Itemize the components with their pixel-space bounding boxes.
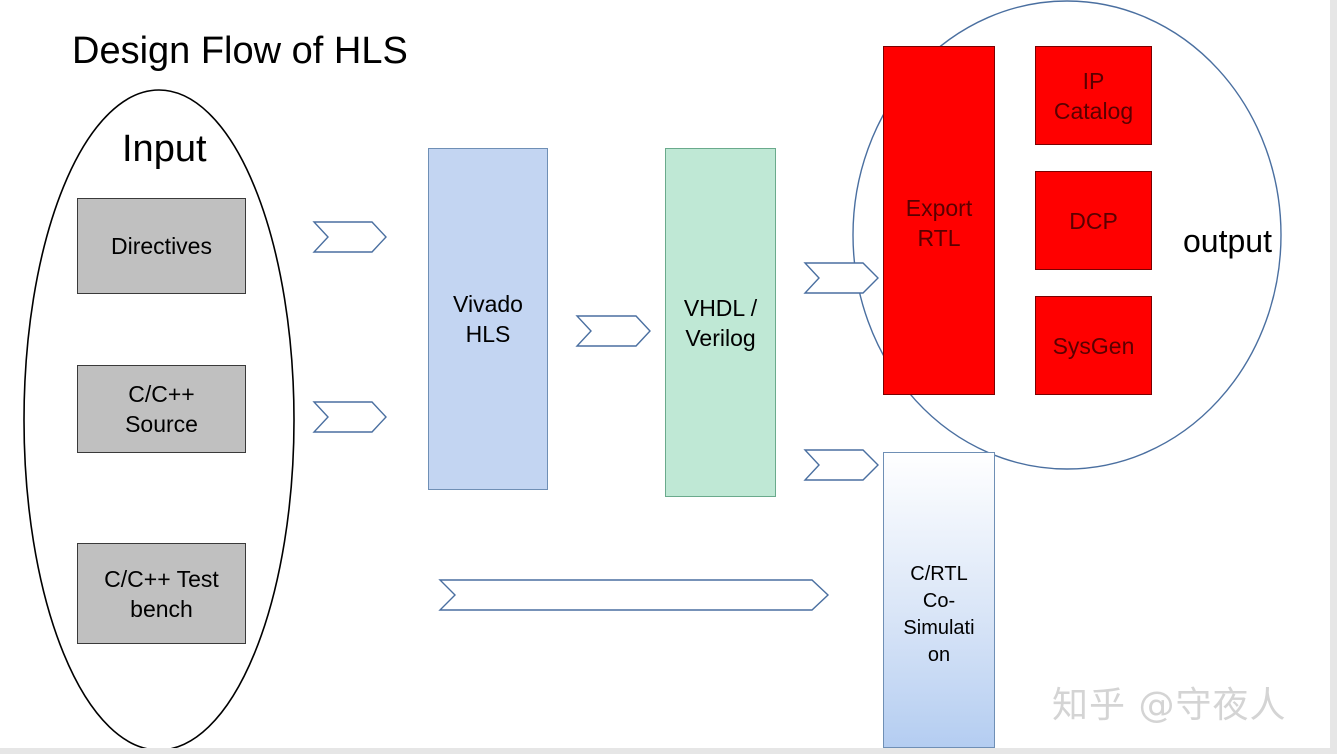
cosim-label: C/RTL Co- Simulati on bbox=[903, 563, 975, 666]
page-title: Design Flow of HLS bbox=[72, 30, 408, 72]
chevron-arrow-directives bbox=[312, 221, 387, 253]
cosim-box: C/RTL Co- Simulati on bbox=[883, 452, 995, 748]
output-label: output bbox=[1183, 223, 1272, 259]
watermark: 知乎 @守夜人 bbox=[1052, 685, 1287, 726]
sysgen-label: SysGen bbox=[1052, 332, 1135, 359]
chevron-arrow-source bbox=[312, 401, 387, 433]
vhdl-verilog-box: VHDL / Verilog bbox=[665, 148, 776, 497]
directives-label: Directives bbox=[111, 233, 212, 259]
chevron-arrow-vhdl-to-cosim bbox=[803, 449, 879, 481]
ip-catalog-label: IP Catalog bbox=[1053, 67, 1134, 124]
vhdl-verilog-label: VHDL / Verilog bbox=[683, 294, 758, 351]
input-label: Input bbox=[122, 128, 207, 170]
cpp-source-label: C/C++ Source bbox=[125, 381, 198, 437]
chevron-arrow-vhdl-to-export bbox=[803, 262, 879, 294]
frame-edge-bottom bbox=[0, 748, 1337, 754]
cpp-testbench-box: C/C++ Test bench bbox=[77, 543, 246, 644]
long-arrow-testbench-to-cosim bbox=[438, 579, 830, 611]
export-rtl-box: Export RTL bbox=[883, 46, 995, 395]
dcp-box: DCP bbox=[1035, 171, 1152, 270]
vivado-hls-label: Vivado HLS bbox=[453, 291, 523, 347]
output-circle bbox=[852, 0, 1282, 470]
frame-edge-right bbox=[1330, 0, 1337, 754]
vivado-hls-box: Vivado HLS bbox=[428, 148, 548, 490]
cpp-testbench-label: C/C++ Test bench bbox=[104, 565, 219, 622]
chevron-arrow-hls-to-vhdl bbox=[575, 315, 651, 347]
sysgen-box: SysGen bbox=[1035, 296, 1152, 395]
cpp-source-box: C/C++ Source bbox=[77, 365, 246, 453]
directives-box: Directives bbox=[77, 198, 246, 294]
dcp-label: DCP bbox=[1069, 207, 1118, 234]
export-rtl-label: Export RTL bbox=[905, 195, 973, 251]
ip-catalog-box: IP Catalog bbox=[1035, 46, 1152, 145]
